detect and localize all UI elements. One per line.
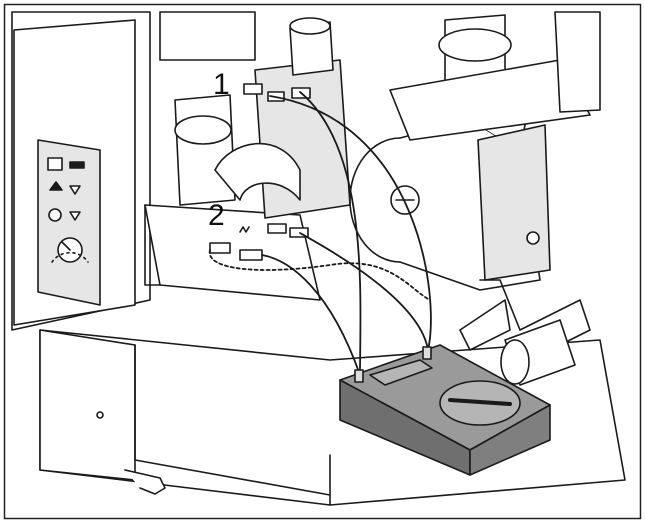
connector-1a	[243, 83, 263, 95]
panel-led-icon	[69, 161, 85, 169]
connector-2a	[209, 242, 231, 254]
spark-symbol	[239, 226, 250, 233]
pump-manifold	[389, 59, 591, 141]
panel-radiator-icon	[69, 211, 81, 221]
base-left-bracket	[39, 329, 136, 481]
vertical-pipe	[174, 94, 236, 206]
meter-display	[369, 359, 433, 386]
pump-union-nut	[438, 28, 512, 62]
connector-2b	[239, 249, 263, 261]
bypass-pipe	[214, 142, 301, 201]
mounting-plate	[144, 204, 321, 301]
pump-electronics-box	[477, 124, 551, 281]
base-hook	[124, 469, 166, 495]
test-cables	[208, 91, 432, 376]
panel-flame-icon	[49, 181, 63, 191]
connector-2d	[289, 227, 309, 238]
base-screw	[96, 411, 104, 419]
drain-pipe	[479, 279, 591, 361]
panel-pressure-icon	[48, 208, 62, 222]
right-pipe	[554, 11, 601, 113]
panel-display-icon	[47, 157, 63, 171]
circulation-pump	[349, 109, 551, 291]
multimeter	[339, 344, 551, 476]
callout-2: 2	[208, 199, 225, 232]
panel-tap-icon	[69, 185, 81, 195]
ignition-connectors	[209, 223, 309, 261]
control-panel	[37, 139, 101, 306]
pump-box-screw	[526, 231, 540, 245]
top-pipe-housing	[159, 11, 256, 61]
connector-2c	[267, 223, 287, 234]
meter-probe-socket-1	[354, 369, 364, 383]
pipe-flange	[174, 115, 232, 145]
meter-probe-socket-2	[422, 346, 432, 360]
callout-1: 1	[213, 68, 230, 101]
